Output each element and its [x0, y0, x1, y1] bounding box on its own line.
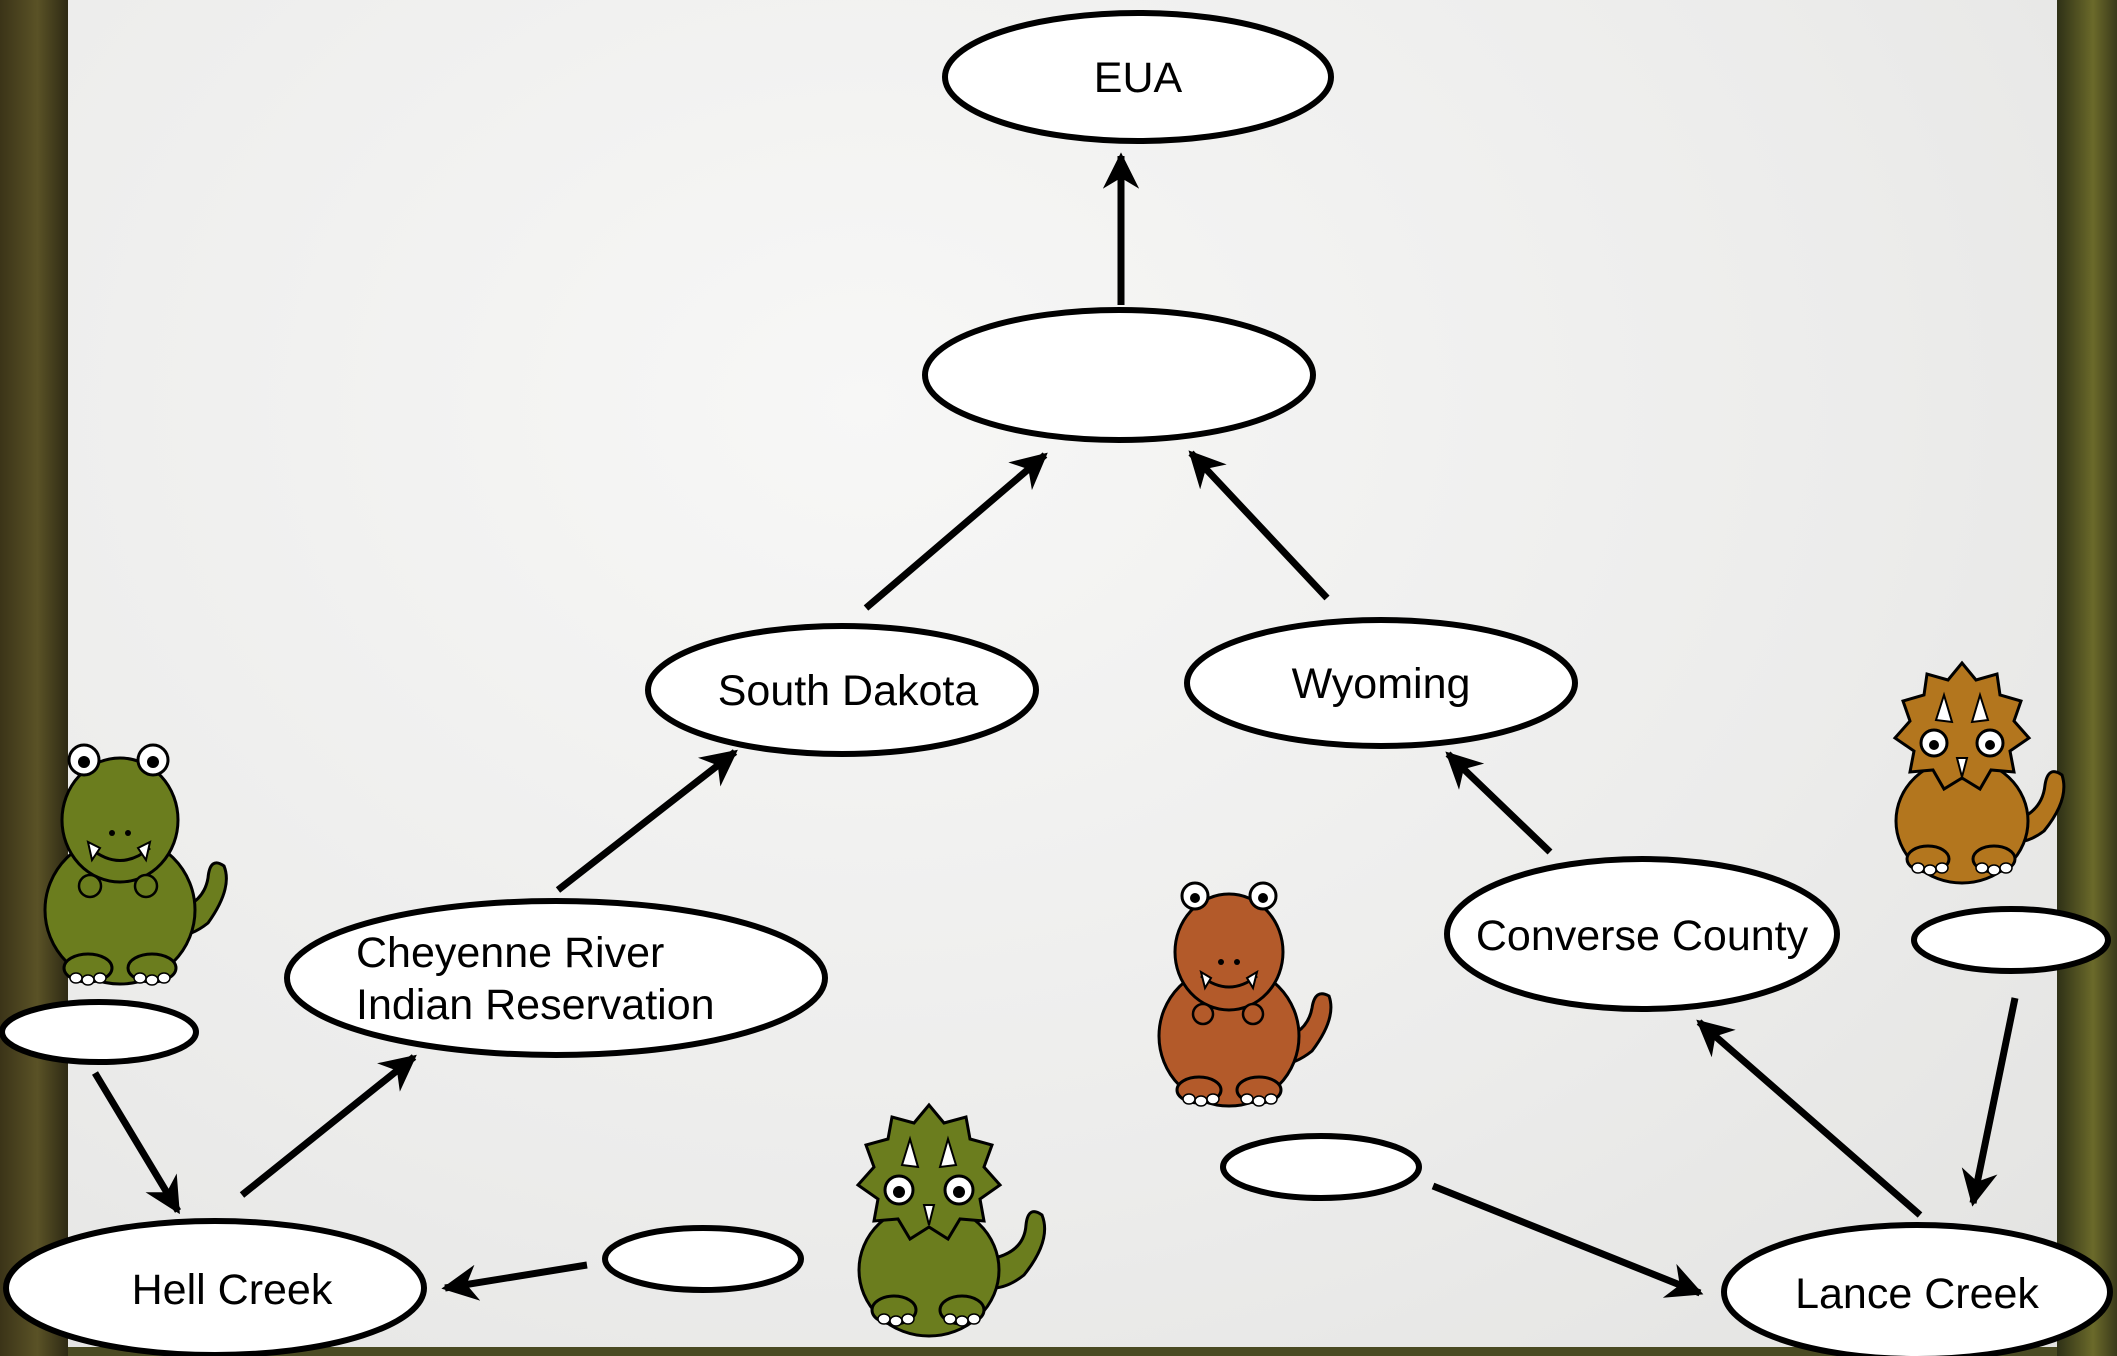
edge-blank-mid-to-lance-creek: [1431, 1182, 1704, 1298]
node-hell-creek: Hell Creek: [3, 1218, 427, 1356]
edge-lance-creek-to-converse: [1696, 1019, 1923, 1218]
node-south-dakota: South Dakota: [645, 623, 1039, 757]
edge-blank-bottom-to-hell-creek: [441, 1261, 588, 1301]
background-left-edge: [0, 0, 68, 1356]
node-blank-lance-right: [1911, 906, 2111, 974]
green-triceratops-icon: [855, 1102, 1047, 1338]
node-south-dakota-label: South Dakota: [718, 667, 979, 715]
node-country-blank: [922, 307, 1316, 443]
node-cheyenne-river-label-line2: Indian Reservation: [356, 981, 715, 1029]
node-cheyenne-river-label-line1: Cheyenne River: [356, 929, 664, 977]
edge-wyoming-to-blank: [1188, 450, 1330, 601]
node-converse-county: Converse County: [1444, 856, 1840, 1012]
edge-hell-creek-to-cheyenne: [239, 1054, 417, 1198]
node-cheyenne-river: Cheyenne River Indian Reservation: [284, 898, 828, 1058]
edge-cheyenne-to-south-dakota: [555, 749, 738, 893]
edge-converse-to-wyoming: [1445, 751, 1553, 855]
node-wyoming: Wyoming: [1184, 617, 1578, 749]
edge-blank-to-hell-creek: [92, 1071, 181, 1215]
node-lance-creek: Lance Creek: [1721, 1222, 2113, 1356]
node-blank-hell-left: [0, 999, 199, 1065]
background-right-edge: [2057, 0, 2117, 1356]
node-blank-lance-left: [1220, 1133, 1422, 1201]
edge-blank-right-to-lance-creek: [1961, 997, 2019, 1207]
edge-south-dakota-to-blank: [863, 452, 1048, 611]
green-trex-icon: [43, 743, 228, 986]
node-blank-hell-right: [602, 1225, 804, 1293]
node-wyoming-label: Wyoming: [1292, 660, 1471, 708]
nodes: EUA South Dakota Wyoming Cheyenne River …: [0, 10, 2113, 1356]
node-eua: EUA: [942, 10, 1334, 144]
node-lance-creek-label: Lance Creek: [1795, 1270, 2039, 1318]
node-converse-county-label: Converse County: [1476, 912, 1809, 960]
brown-trex-icon: [1157, 881, 1333, 1108]
edges: [92, 152, 2019, 1301]
node-hell-creek-label: Hell Creek: [132, 1266, 333, 1314]
node-eua-label: EUA: [1094, 54, 1183, 102]
orange-triceratops-icon: [1892, 660, 2066, 885]
diagram-canvas: [68, 0, 2057, 1347]
